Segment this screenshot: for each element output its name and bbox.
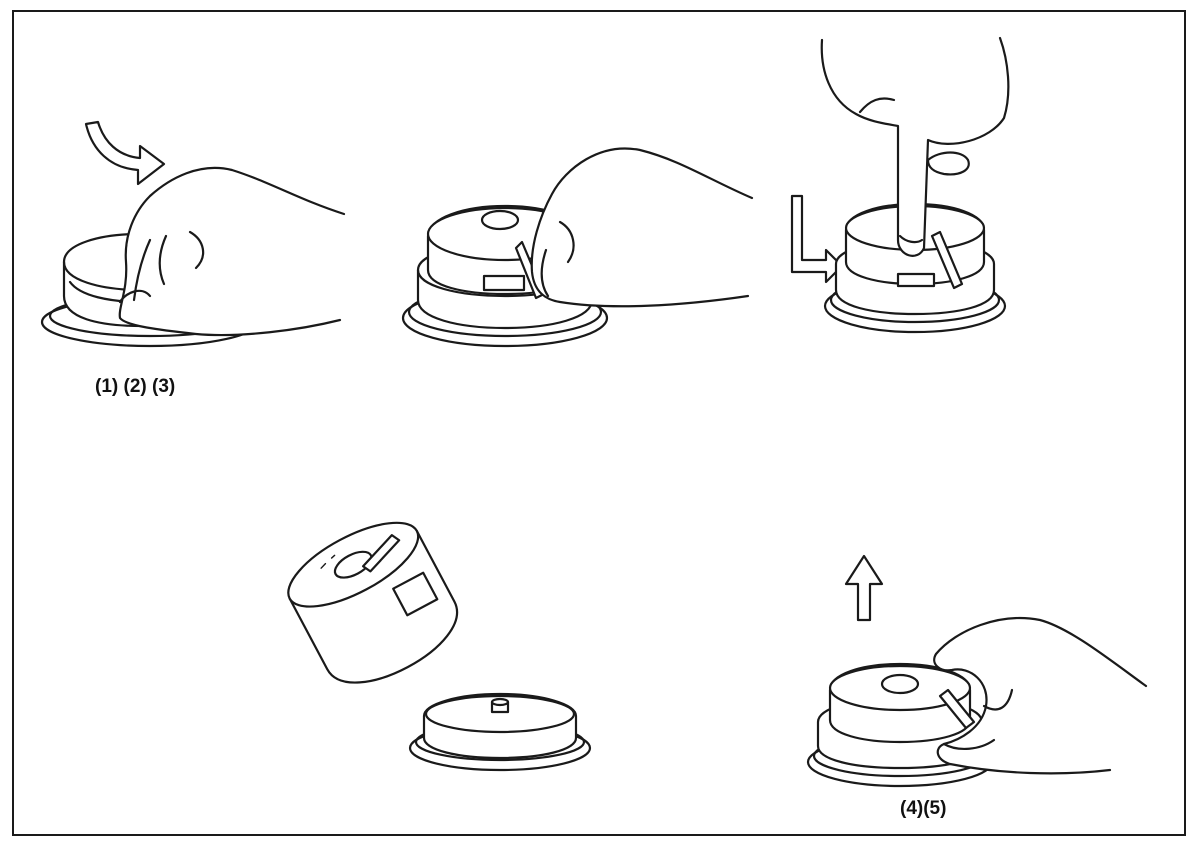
panel-3-push-down	[790, 36, 1010, 334]
spool-hole	[480, 209, 520, 231]
hand	[933, 616, 1148, 775]
spool-hole	[880, 673, 920, 695]
panel-5-lift-cap	[806, 554, 1148, 788]
curved-arrow-icon	[84, 120, 166, 186]
tab	[896, 272, 936, 288]
hand	[118, 166, 346, 337]
up-arrow-icon	[844, 554, 884, 622]
step-label-1-2-3: (1) (2) (3)	[95, 376, 176, 397]
spool	[287, 521, 458, 684]
l-arrow-icon	[790, 194, 844, 284]
lever	[930, 230, 964, 290]
lever	[938, 688, 976, 730]
panel-2-press-tab	[401, 147, 754, 348]
panel-1-rotate-cap	[40, 120, 346, 348]
hand	[820, 36, 1010, 257]
step-label-4-5: (4)(5)	[900, 798, 947, 819]
panel-4-parts-separated	[287, 521, 592, 772]
tab	[482, 274, 526, 292]
hand	[530, 147, 754, 308]
